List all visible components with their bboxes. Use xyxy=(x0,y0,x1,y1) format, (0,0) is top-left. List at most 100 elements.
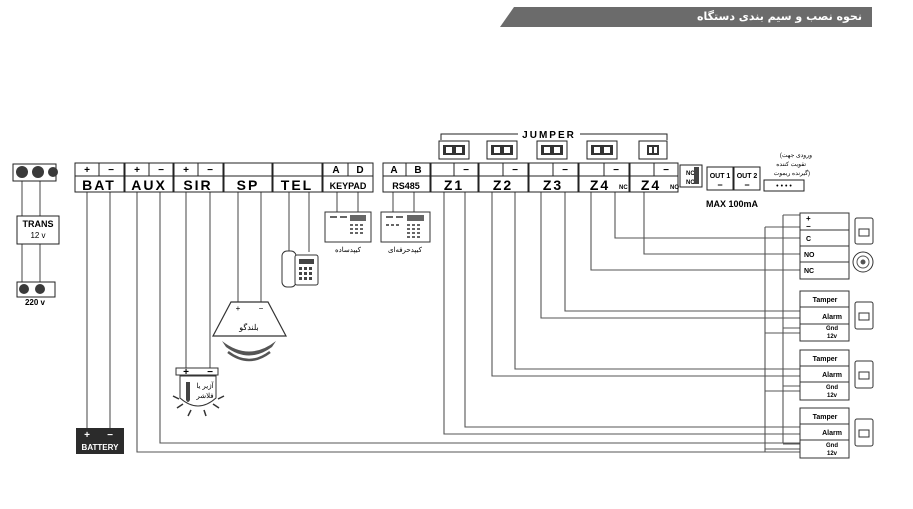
terminal-screw-icon xyxy=(19,284,29,294)
svg-text:+: + xyxy=(84,165,90,176)
label-z4-nc-sub: NC xyxy=(619,185,628,191)
max-current: MAX 100mA xyxy=(706,199,759,209)
transformer: TRANS 12 v 220 v xyxy=(12,163,60,307)
label-rs485: RS485 xyxy=(392,181,420,191)
svg-text:• • • •: • • • • xyxy=(776,183,792,190)
svg-text:+: + xyxy=(236,304,241,313)
svg-text:D: D xyxy=(356,165,363,176)
svg-text:12v: 12v xyxy=(827,334,838,340)
label-z1: Z1 xyxy=(444,177,464,193)
svg-text:Gnd: Gnd xyxy=(826,326,838,332)
terminal-block xyxy=(74,162,679,193)
out1-label: OUT 1 xyxy=(710,173,731,180)
wire-z2 xyxy=(491,192,800,377)
header-bar: نحوه نصب و سیم بندی دستگاه xyxy=(500,7,872,27)
svg-text:Gnd: Gnd xyxy=(826,443,838,449)
wire-z3 xyxy=(540,192,800,319)
telephone-icon xyxy=(281,250,319,288)
wire-z4nc xyxy=(590,192,800,271)
label-aux: AUX xyxy=(131,177,167,193)
remote-input: (ورودی جهت تقویت کننده گیرنده ریموت) • •… xyxy=(763,153,812,192)
svg-text:+: + xyxy=(134,165,140,176)
keypad-simple: کیپدساده xyxy=(324,211,372,254)
wire-aux-plus xyxy=(136,192,800,453)
svg-text:Alarm: Alarm xyxy=(822,430,842,437)
svg-text:C: C xyxy=(806,236,811,243)
svg-text:−: − xyxy=(806,222,811,231)
svg-text:A: A xyxy=(332,165,339,176)
battery-label: BATTERY xyxy=(82,443,120,452)
svg-text:تقویت کننده: تقویت کننده xyxy=(776,161,806,168)
label-sir: SIR xyxy=(183,177,212,193)
wire-aux-minus xyxy=(159,192,800,444)
svg-text:گیرنده ریموت): گیرنده ریموت) xyxy=(774,169,810,177)
terminal-screw-icon xyxy=(35,284,45,294)
trans-label: TRANS xyxy=(23,219,54,229)
svg-text:Tamper: Tamper xyxy=(813,414,838,421)
svg-text:−: − xyxy=(207,367,213,378)
terminal-screw-icon xyxy=(16,166,28,178)
svg-text:(ورودی جهت: (ورودی جهت xyxy=(780,153,812,159)
label-z4nc: Z4 xyxy=(590,177,610,193)
wire-z1 xyxy=(443,192,800,435)
trans-voltage: 12 v xyxy=(30,231,45,240)
mains-label: 220 v xyxy=(25,298,46,307)
out2-label: OUT 2 xyxy=(737,173,758,180)
wire-z4nc-c xyxy=(614,192,800,239)
svg-text:−: − xyxy=(562,165,568,176)
svg-text:+: + xyxy=(84,430,90,441)
detector-1: Tamper Alarm Gnd 12v xyxy=(799,290,874,342)
nc-no-selector: NC NO xyxy=(679,164,703,188)
wire-z4no xyxy=(643,192,800,255)
svg-text:−: − xyxy=(717,180,722,190)
jumper-group: JUMPER xyxy=(438,128,668,160)
svg-text:+: + xyxy=(183,165,189,176)
svg-text:−: − xyxy=(158,165,164,176)
svg-text:NC: NC xyxy=(686,171,695,177)
wire-z1-minus xyxy=(464,192,800,428)
label-tel: TEL xyxy=(281,177,313,193)
svg-text:−: − xyxy=(663,165,669,176)
detector-2: Tamper Alarm Gnd 12v xyxy=(799,349,874,401)
outputs: OUT 1 OUT 2 − − xyxy=(706,166,761,191)
label-z2: Z2 xyxy=(493,177,513,193)
terminal-pins: + − + − + − A D A B − − − − − xyxy=(84,165,669,176)
siren-caption-1: آژیر یا xyxy=(196,380,214,390)
terminal-labels: BAT AUX SIR SP TEL Z1 Z2 Z3 Z4 Z4 xyxy=(82,177,661,193)
label-z3: Z3 xyxy=(543,177,563,193)
svg-text:B: B xyxy=(414,165,421,176)
svg-text:−: − xyxy=(259,304,264,313)
svg-text:−: − xyxy=(107,430,113,441)
svg-text:−: − xyxy=(512,165,518,176)
svg-text:−: − xyxy=(744,180,749,190)
svg-text:NC: NC xyxy=(804,268,814,275)
svg-text:Gnd: Gnd xyxy=(826,385,838,391)
wire-z2-minus xyxy=(514,192,800,370)
svg-text:+: + xyxy=(183,367,189,378)
svg-text:−: − xyxy=(463,165,469,176)
label-bat: BAT xyxy=(82,177,116,193)
svg-text:12v: 12v xyxy=(827,451,838,457)
siren-icon: + − آژیر یا فلاشر xyxy=(172,367,225,417)
jumper-label: JUMPER xyxy=(522,130,576,141)
label-z4no: Z4 xyxy=(641,177,661,193)
keypad-pro-caption: کیپدحرفه‌ای xyxy=(388,246,423,254)
svg-text:Tamper: Tamper xyxy=(813,356,838,363)
svg-text:NO: NO xyxy=(804,252,815,259)
svg-text:−: − xyxy=(613,165,619,176)
svg-text:−: − xyxy=(207,165,213,176)
wire-z3-minus xyxy=(564,192,800,312)
detector-3: Tamper Alarm Gnd 12v xyxy=(799,407,874,459)
svg-text:Alarm: Alarm xyxy=(822,314,842,321)
detector-relay: + − C NO NC xyxy=(799,212,874,280)
speaker-icon: + − بلندگو xyxy=(212,301,287,362)
terminal-screw-icon xyxy=(48,167,58,177)
terminal-screw-icon xyxy=(32,166,44,178)
svg-text:A: A xyxy=(390,165,397,176)
svg-text:12v: 12v xyxy=(827,393,838,399)
siren-caption-2: فلاشر xyxy=(195,392,213,400)
header-title: نحوه نصب و سیم بندی دستگاه xyxy=(696,10,862,23)
label-sp: SP xyxy=(237,177,260,193)
